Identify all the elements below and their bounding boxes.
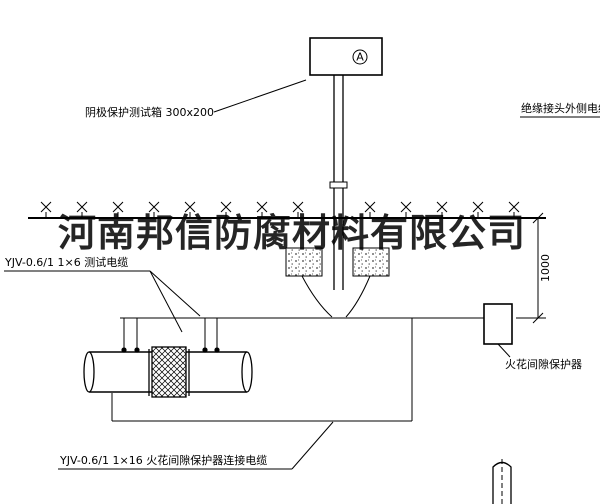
conduit-coupling — [329, 181, 348, 189]
conduit-pole — [329, 75, 348, 290]
pipe-end-left — [83, 351, 95, 393]
test-box: A — [309, 37, 383, 76]
pipe-stub-symbol — [492, 459, 512, 504]
dimension-value: 1000 — [539, 254, 552, 282]
outer-cable-label: 绝缘接头外侧电缆 — [521, 101, 600, 115]
spark-gap-leader — [497, 343, 511, 358]
insulating-joint — [148, 346, 190, 398]
pipe-end-right — [241, 351, 253, 393]
connection-cable-label: YJV-0.6/1 1×16 火花间隙保护器连接电缆 — [59, 453, 267, 467]
ammeter-symbol: A — [352, 49, 368, 65]
spark-gap-protector — [483, 303, 513, 345]
test-box-label: 阴极保护测试箱 300x200 — [85, 105, 214, 119]
block-cables — [301, 275, 371, 318]
ammeter-letter: A — [356, 51, 364, 64]
test-box-leader-line — [213, 79, 307, 113]
concrete-block-right — [352, 247, 390, 277]
cable-runs — [111, 317, 484, 422]
connection-cable-leader — [291, 421, 334, 470]
test-cable-leaders — [149, 270, 201, 333]
concrete-block-left — [285, 247, 323, 277]
dimension-1000 — [516, 212, 546, 324]
company-watermark: 河南邦信防腐材料有限公司 — [58, 211, 526, 255]
spark-gap-label: 火花间隙保护器 — [505, 357, 582, 371]
test-cable-label: YJV-0.6/1 1×6 测试电缆 — [4, 256, 128, 269]
